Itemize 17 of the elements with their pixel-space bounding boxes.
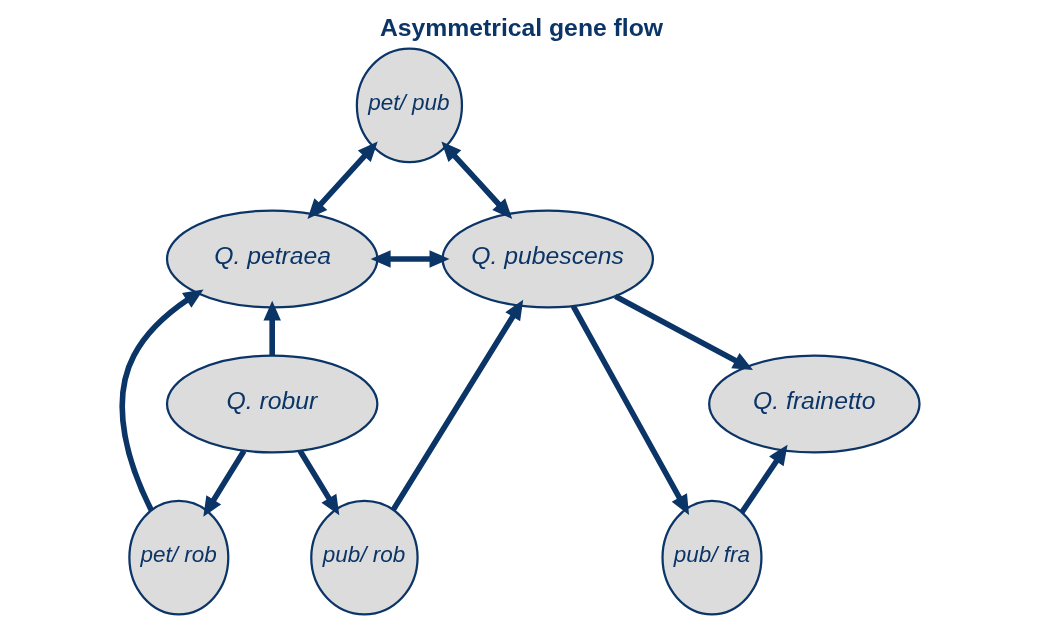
node-ellipse: Q. robur — [165, 354, 378, 454]
arrow — [390, 299, 523, 512]
arrow — [739, 444, 788, 514]
arrow — [262, 300, 281, 356]
arrow — [297, 449, 339, 516]
diagram-title: Asymmetrical gene flow — [379, 13, 663, 41]
arrow — [613, 293, 753, 371]
arrow — [202, 449, 246, 517]
node-circle: pub/ rob — [309, 499, 419, 616]
node-ellipse: pet/ rob — [127, 499, 229, 616]
arrow — [440, 141, 512, 219]
arrow — [118, 289, 203, 512]
arrow — [570, 304, 689, 516]
node-ellipse: Q. pubescens — [440, 209, 654, 309]
node-ellipse: pub/ fra — [660, 499, 763, 616]
arrow — [306, 141, 378, 219]
arrow — [370, 250, 449, 268]
